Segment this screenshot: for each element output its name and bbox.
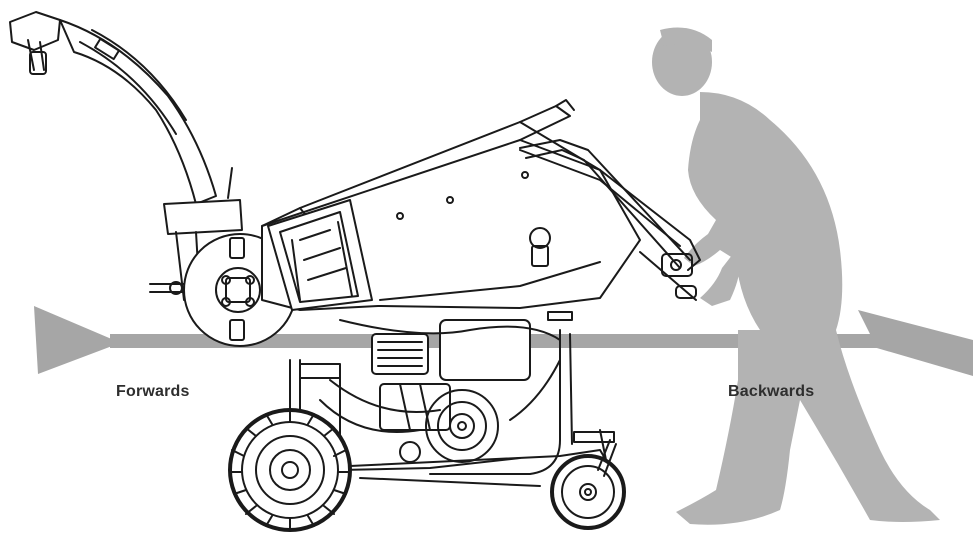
backwards-label: Backwards [728, 383, 815, 400]
frame [289, 329, 615, 487]
forwards-label: Forwards [116, 383, 190, 400]
hydraulic-hoses [319, 319, 561, 433]
rear-wheel [228, 408, 352, 532]
front-wheel [550, 439, 626, 530]
push-handle [519, 139, 697, 301]
forward-arrow-head [34, 306, 200, 374]
backward-arrow-head [858, 310, 973, 376]
operator-silhouette [652, 27, 940, 525]
brand-decal [547, 311, 573, 321]
feed-panel [267, 199, 373, 311]
discharge-chute [9, 11, 233, 205]
wood-chipper [9, 11, 701, 532]
engine [371, 319, 531, 463]
